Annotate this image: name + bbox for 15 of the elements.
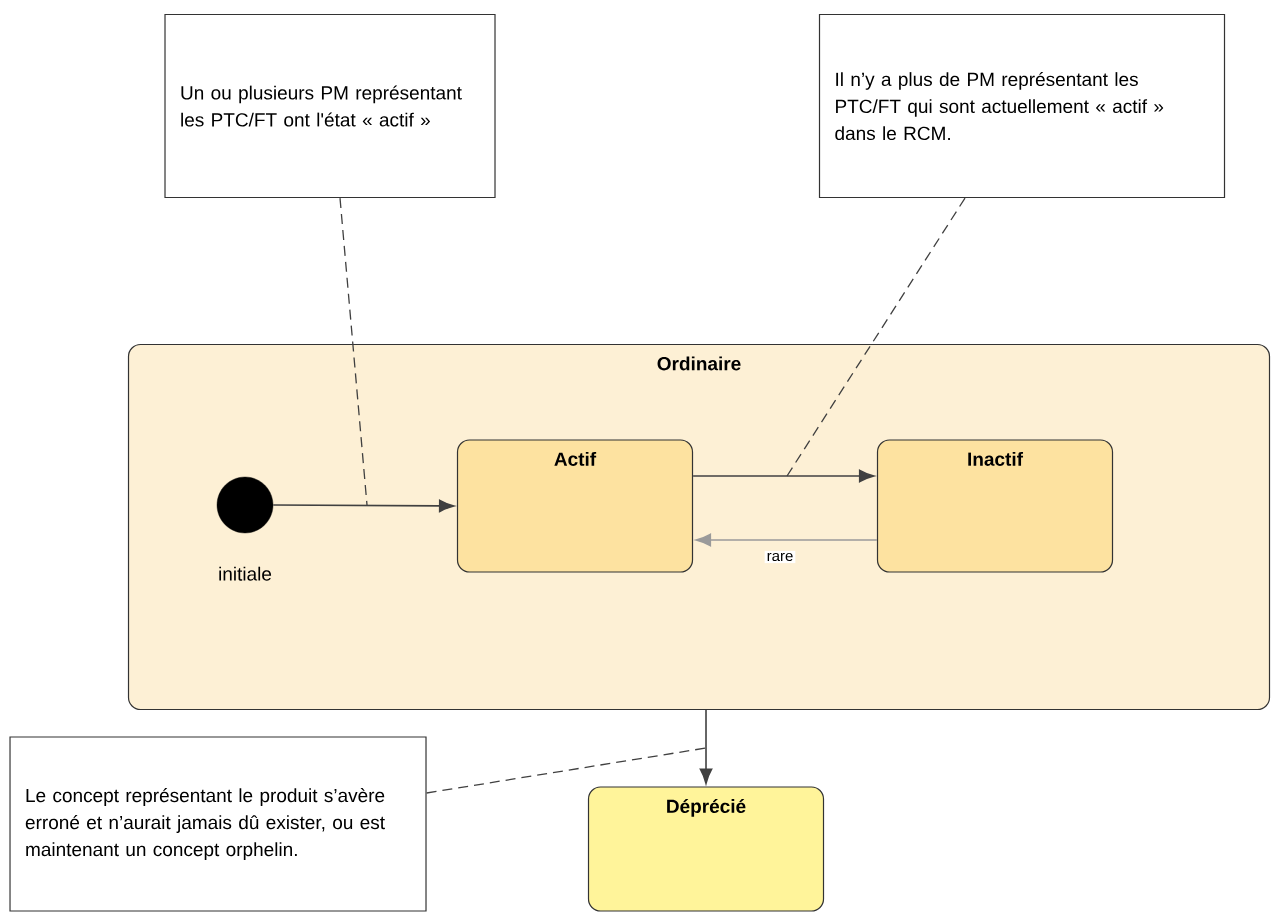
initial-state-dot: [216, 476, 274, 534]
note-box: Un ou plusieurs PM représentant les PTC/FT ont l'état « actif »: [164, 13, 496, 199]
state-box: Actif: [456, 439, 694, 573]
transition-arrow: [699, 709, 713, 784]
leader-line: [425, 747, 707, 794]
leader-line: [339, 197, 368, 506]
state-box: Inactif: [876, 439, 1114, 573]
transition-arrow: [272, 499, 455, 513]
state-caption: initiale: [219, 566, 272, 581]
state-box: Déprécié: [587, 786, 825, 912]
transition-arrow: [692, 469, 875, 483]
transition-arrow: [695, 533, 878, 547]
note-box: Le concept représentant le produit s’avère erroné et n’aurait jamais dû exister, ou est maintenant un concept orphelin.: [9, 736, 427, 912]
leader-line: [786, 197, 966, 477]
note-box: Il n’y a plus de PM représentant les PTC/FT qui sont actuellement « actif » dans le RCM.: [818, 13, 1226, 199]
